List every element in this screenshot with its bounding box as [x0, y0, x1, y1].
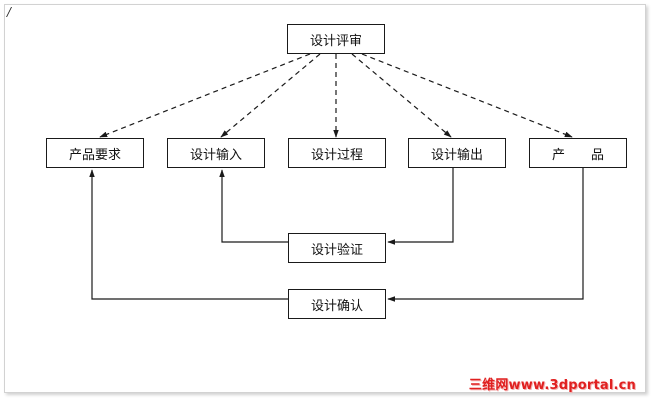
design-validation-box: 设计确认 — [288, 289, 386, 319]
site-watermark: 三维网www.3dportal.cn — [468, 378, 636, 393]
output-to-verification-arrow — [387, 168, 454, 245]
design-verification-box: 设计验证 — [288, 233, 386, 263]
review-to-requirements-arrow — [99, 53, 311, 138]
validation-to-requirements-arrow — [89, 169, 288, 300]
review-to-output-arrow — [351, 53, 452, 138]
design-process-box: 设计过程 — [288, 138, 386, 168]
product-to-validation-arrow — [387, 168, 584, 302]
corner-mark: / — [7, 5, 12, 19]
design-input-box: 设计输入 — [167, 138, 265, 168]
verification-to-input-arrow — [219, 169, 288, 243]
review-to-input-arrow — [220, 53, 321, 138]
product-requirements-box: 产品要求 — [46, 138, 144, 168]
product-box: 产 品 — [529, 138, 627, 168]
review-to-product-arrow — [361, 53, 573, 138]
design-review-box: 设计评审 — [287, 24, 385, 54]
diagram-frame — [4, 4, 646, 393]
design-output-box: 设计输出 — [408, 138, 506, 168]
